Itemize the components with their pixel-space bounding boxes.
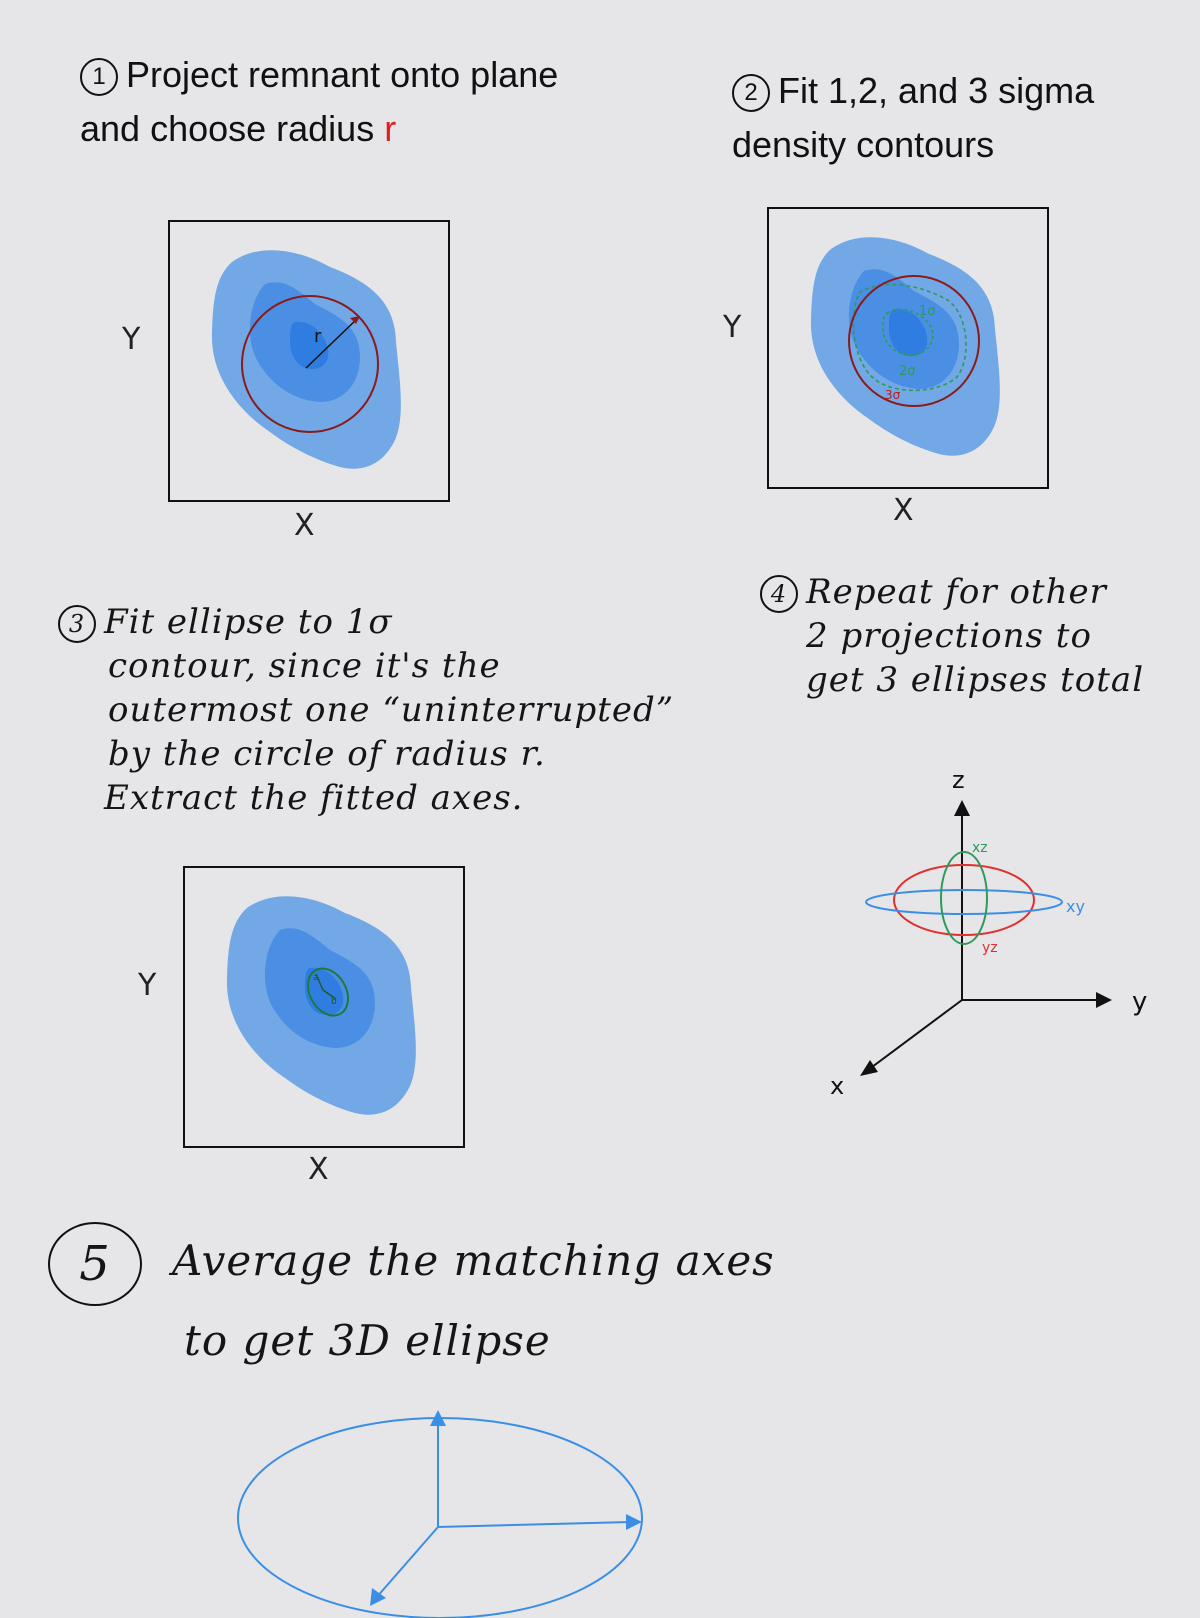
sigma2-contour — [852, 283, 967, 392]
xy-ellipse — [865, 889, 1063, 915]
panel3-y-label: Y — [138, 968, 157, 1003]
vertical-axis-arrowhead — [430, 1410, 446, 1426]
y-label: y — [1132, 987, 1147, 1017]
panel3-plot: a b — [226, 896, 416, 1115]
radius-arrow — [305, 317, 359, 369]
x-label: x — [830, 1072, 844, 1100]
step3-line4: by the circle of radius r. — [108, 734, 546, 774]
sigma3-circle — [848, 275, 980, 407]
major-axis-arrow — [437, 1521, 631, 1528]
step1-line1: Project remnant onto plane — [126, 54, 559, 95]
fitted-axis-b — [322, 989, 337, 1000]
sigma3-label: 3σ — [885, 388, 901, 402]
radius-label: r — [314, 326, 322, 347]
y-arrowhead — [1096, 992, 1112, 1008]
step4-number: 4 — [760, 575, 798, 613]
depth-axis-arrow — [375, 1526, 439, 1599]
step5-text: 5 Average the matching axes to get 3D ell… — [48, 1222, 775, 1376]
panel1-frame: r — [168, 220, 450, 502]
fitted-ellipse — [307, 967, 349, 1017]
ellipse-outline — [237, 1417, 643, 1618]
fitted-axis-a — [315, 973, 324, 991]
sigma2-label: 2σ — [899, 364, 916, 379]
depth-axis-arrowhead — [370, 1588, 386, 1606]
panel1-y-label: Y — [122, 322, 141, 357]
panel3-x-label: X — [308, 1152, 329, 1187]
step5-line1: Average the matching axes — [172, 1236, 775, 1285]
panel2-y-label: Y — [723, 310, 742, 345]
panel2-x-label: X — [893, 493, 914, 528]
radius-arrowhead — [350, 316, 360, 324]
radius-circle — [241, 295, 379, 433]
step4-line2: 2 projections to — [806, 616, 1092, 656]
step2-line1: Fit 1,2, and 3 sigma — [778, 70, 1095, 111]
core-density-region — [889, 308, 928, 357]
step3-line2: contour, since it's the — [108, 646, 501, 686]
step3-number: 3 — [58, 605, 96, 643]
core-density-region — [290, 321, 329, 370]
xy-label: xy — [1066, 897, 1085, 916]
step4-line1: Repeat for other — [806, 572, 1107, 612]
final-3d-ellipse — [237, 1410, 643, 1618]
x-axis — [867, 999, 963, 1071]
xz-label: xz — [972, 840, 988, 856]
z-arrowhead — [954, 800, 970, 816]
step1-line2: and choose radius — [80, 108, 385, 149]
panel1-x-label: X — [294, 508, 315, 543]
axes3d-diagram: z y x xz xy yz — [830, 766, 1147, 1100]
yz-ellipse — [893, 864, 1035, 936]
step3-line1: Fit ellipse to 1σ — [104, 602, 393, 642]
axis-b-label: b — [331, 997, 337, 1007]
step1-radius-var: r — [384, 108, 397, 149]
step3-line5: Extract the fitted axes. — [104, 778, 524, 818]
major-axis-arrowhead — [626, 1514, 642, 1530]
step1-number: 1 — [80, 58, 118, 97]
step5-number: 5 — [48, 1222, 142, 1306]
panel2-plot: 1σ 2σ 3σ — [810, 237, 1000, 456]
yz-label: yz — [982, 940, 998, 956]
panel2-frame: 1σ 2σ 3σ — [767, 207, 1049, 489]
step2-number: 2 — [732, 74, 770, 113]
sigma1-contour — [882, 308, 934, 356]
sigma1-label: 1σ — [919, 304, 936, 319]
axis-a-label: a — [313, 973, 319, 983]
panel1-plot: r — [211, 250, 401, 469]
z-label: z — [952, 766, 965, 794]
x-arrowhead — [860, 1060, 878, 1076]
step3-line3: outermost one “uninterrupted” — [108, 690, 675, 730]
panel3-frame: a b — [183, 866, 465, 1148]
step4-line3: get 3 ellipses total — [806, 660, 1145, 700]
step5-line2: to get 3D ellipse — [184, 1316, 551, 1365]
step2-line2: density contours — [732, 124, 995, 165]
xz-ellipse — [940, 851, 988, 945]
